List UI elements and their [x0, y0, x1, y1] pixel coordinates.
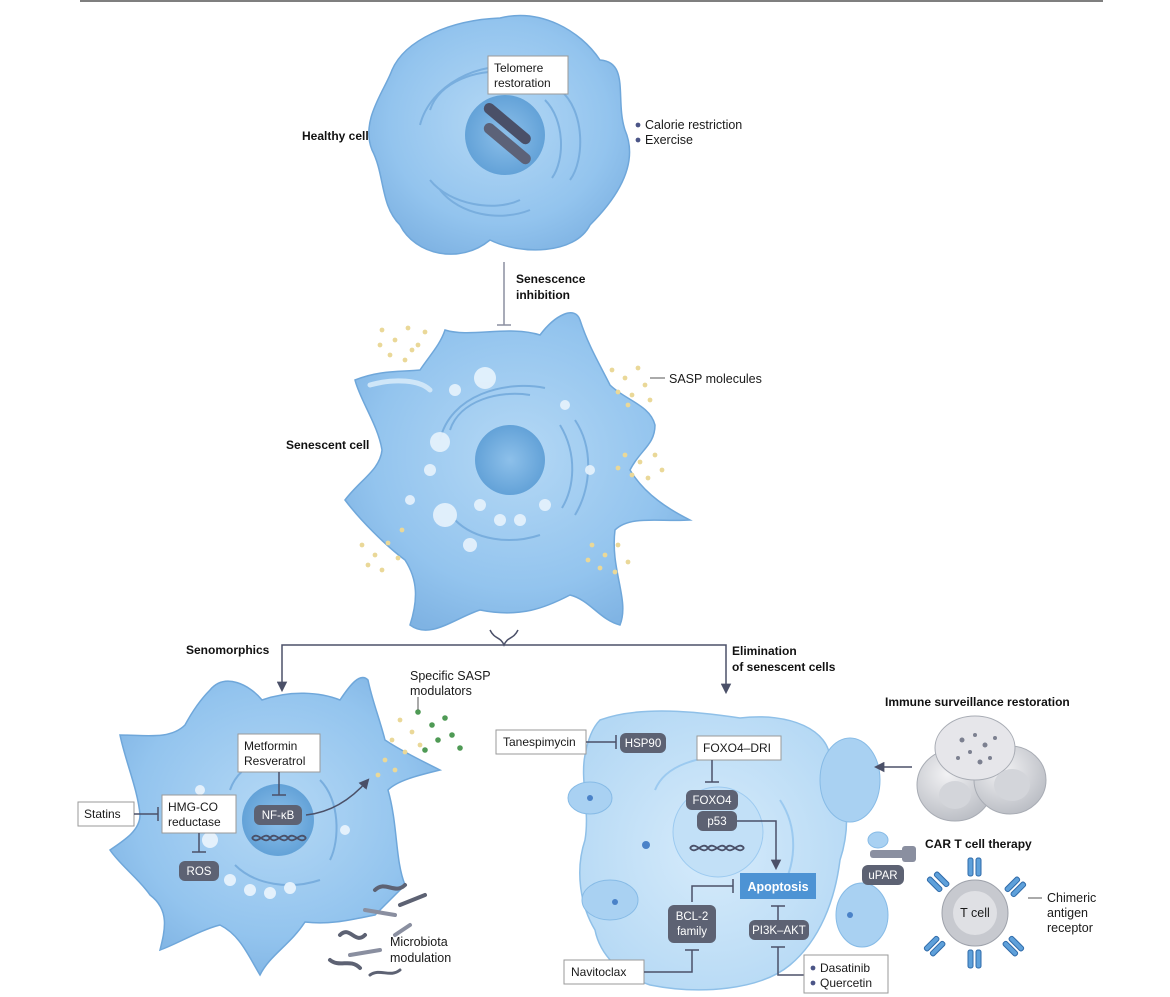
bcl2-inhibit-apoptosis — [691, 879, 734, 902]
microbiota-label-1: Microbiota — [390, 935, 448, 949]
hmg-line-2: reductase — [168, 815, 221, 829]
inhibition-label-1: Senescence — [516, 272, 586, 286]
receptor-label-3: receptor — [1047, 921, 1093, 935]
car-t-label: CAR T cell therapy — [925, 837, 1032, 851]
microbiota-label-2: modulation — [390, 951, 451, 965]
p53-text: p53 — [707, 816, 726, 828]
elimination-label-2: of senescent cells — [732, 660, 836, 674]
foxo4-pill: FOXO4 — [686, 790, 738, 810]
receptor-label-2: antigen — [1047, 906, 1088, 920]
hsp90-pill: HSP90 — [620, 733, 666, 753]
ros-text: ROS — [187, 866, 212, 878]
foxo4-dri-text: FOXO4–DRI — [703, 741, 771, 755]
bullet-exercise: Exercise — [645, 133, 693, 147]
sasp-cluster-top-left — [377, 325, 428, 363]
dna-icon — [251, 834, 307, 842]
sasp-cluster-right — [609, 365, 653, 408]
metformin-line-1: Metformin — [244, 739, 297, 753]
pi3k-text: PI3K–AKT — [752, 925, 806, 937]
pi3k-inhibit-apoptosis — [771, 905, 785, 920]
statins-inhibit — [134, 807, 159, 821]
nfkb-to-sasp-arrow — [305, 778, 370, 816]
sasp-clusters — [359, 325, 665, 575]
branch-connector — [276, 629, 732, 695]
apoptosis-text: Apoptosis — [747, 880, 808, 894]
hmg-box: HMG-CO reductase — [161, 794, 237, 834]
healthy-er — [419, 65, 582, 217]
nfkb-pill: NF-κB — [254, 805, 302, 825]
senescence-inhibition-connector — [497, 262, 511, 326]
p53-to-apoptosis-arrow — [737, 820, 782, 871]
tanespimycin-text: Tanespimycin — [503, 735, 576, 749]
navitoclax-text: Navitoclax — [571, 965, 626, 979]
modulators-label-1: Specific SASP — [410, 669, 491, 683]
senescent-cell-label: Senescent cell — [286, 438, 369, 452]
elimination-label-1: Elimination — [732, 644, 797, 658]
bcl2-line-2: family — [677, 926, 707, 938]
sasp-cluster-bottom-right — [585, 542, 631, 575]
foxo4-dri-inhibit — [705, 760, 719, 783]
foxo4-dri-box: FOXO4–DRI — [696, 735, 782, 761]
immune-cells-icon — [916, 715, 1047, 822]
tanespimycin-box: Tanespimycin — [495, 729, 587, 755]
sasp-cluster-bottom-left — [359, 527, 405, 573]
senescent-cell — [344, 312, 693, 631]
sasp-cluster-right-lower — [615, 452, 665, 481]
microbiota-icon — [328, 883, 427, 977]
senomorphics-vesicles — [195, 785, 350, 899]
hmg-inhibit — [192, 833, 206, 853]
navitoclax-box: Navitoclax — [563, 959, 645, 985]
hsp90-text: HSP90 — [625, 738, 661, 750]
healthy-cell-label: Healthy cell — [302, 129, 369, 143]
p53-pill: p53 — [697, 811, 737, 831]
bcl2-line-1: BCL-2 — [676, 911, 709, 923]
chromosome-icon — [483, 103, 531, 165]
senescent-highlight — [367, 378, 433, 393]
statins-text: Statins — [84, 807, 121, 821]
metformin-inhibit — [272, 772, 286, 796]
foxo4-text: FOXO4 — [693, 795, 733, 807]
tanespimycin-inhibit — [586, 735, 617, 749]
healthy-cell — [368, 14, 631, 255]
metformin-box: Metformin Resveratrol — [237, 733, 321, 773]
upar-pill: uPAR — [862, 865, 904, 885]
upar-text: uPAR — [868, 870, 897, 882]
hmg-line-1: HMG-CO — [168, 800, 218, 814]
telomere-line-2: restoration — [494, 76, 551, 90]
pi3k-pill: PI3K–AKT — [749, 920, 809, 940]
telomere-line-1: Telomere — [494, 61, 544, 75]
senescent-nucleus — [475, 425, 545, 495]
apoptotic-dots — [587, 795, 853, 918]
nfkb-text: NF-κB — [262, 810, 295, 822]
navitoclax-inhibit — [644, 949, 699, 973]
modulator-dots — [375, 709, 463, 778]
immune-label: Immune surveillance restoration — [885, 695, 1070, 709]
receptor-label-1: Chimeric — [1047, 891, 1096, 905]
modulators-label-2: modulators — [410, 684, 472, 698]
metformin-line-2: Resveratrol — [244, 754, 305, 768]
inhibition-label-2: inhibition — [516, 288, 570, 302]
t-cell-icon — [923, 857, 1027, 969]
senomorphics-cell — [108, 676, 443, 977]
t-cell-label: T cell — [960, 906, 990, 920]
telomere-box: Telomere restoration — [487, 55, 569, 95]
apoptosis-box: Apoptosis — [740, 873, 816, 899]
healthy-bullets: Calorie restriction Exercise — [635, 118, 742, 147]
dasatinib-box: Dasatinib Quercetin — [803, 954, 889, 994]
upar-receptor-icon — [870, 846, 916, 862]
senomorphics-label: Senomorphics — [186, 643, 270, 657]
sasp-molecules-label: SASP molecules — [669, 372, 762, 386]
quercetin-text: Quercetin — [820, 976, 872, 990]
chimeric-receptor-icons — [923, 857, 1027, 969]
bullet-calorie: Calorie restriction — [645, 118, 742, 132]
senescent-vesicles — [405, 367, 595, 552]
ros-pill: ROS — [179, 861, 219, 881]
dasatinib-inhibit — [771, 946, 806, 976]
statins-box: Statins — [77, 801, 135, 827]
elimination-dna-icon — [689, 844, 745, 852]
bcl2-pill: BCL-2 family — [668, 905, 716, 943]
dasatinib-text: Dasatinib — [820, 961, 870, 975]
